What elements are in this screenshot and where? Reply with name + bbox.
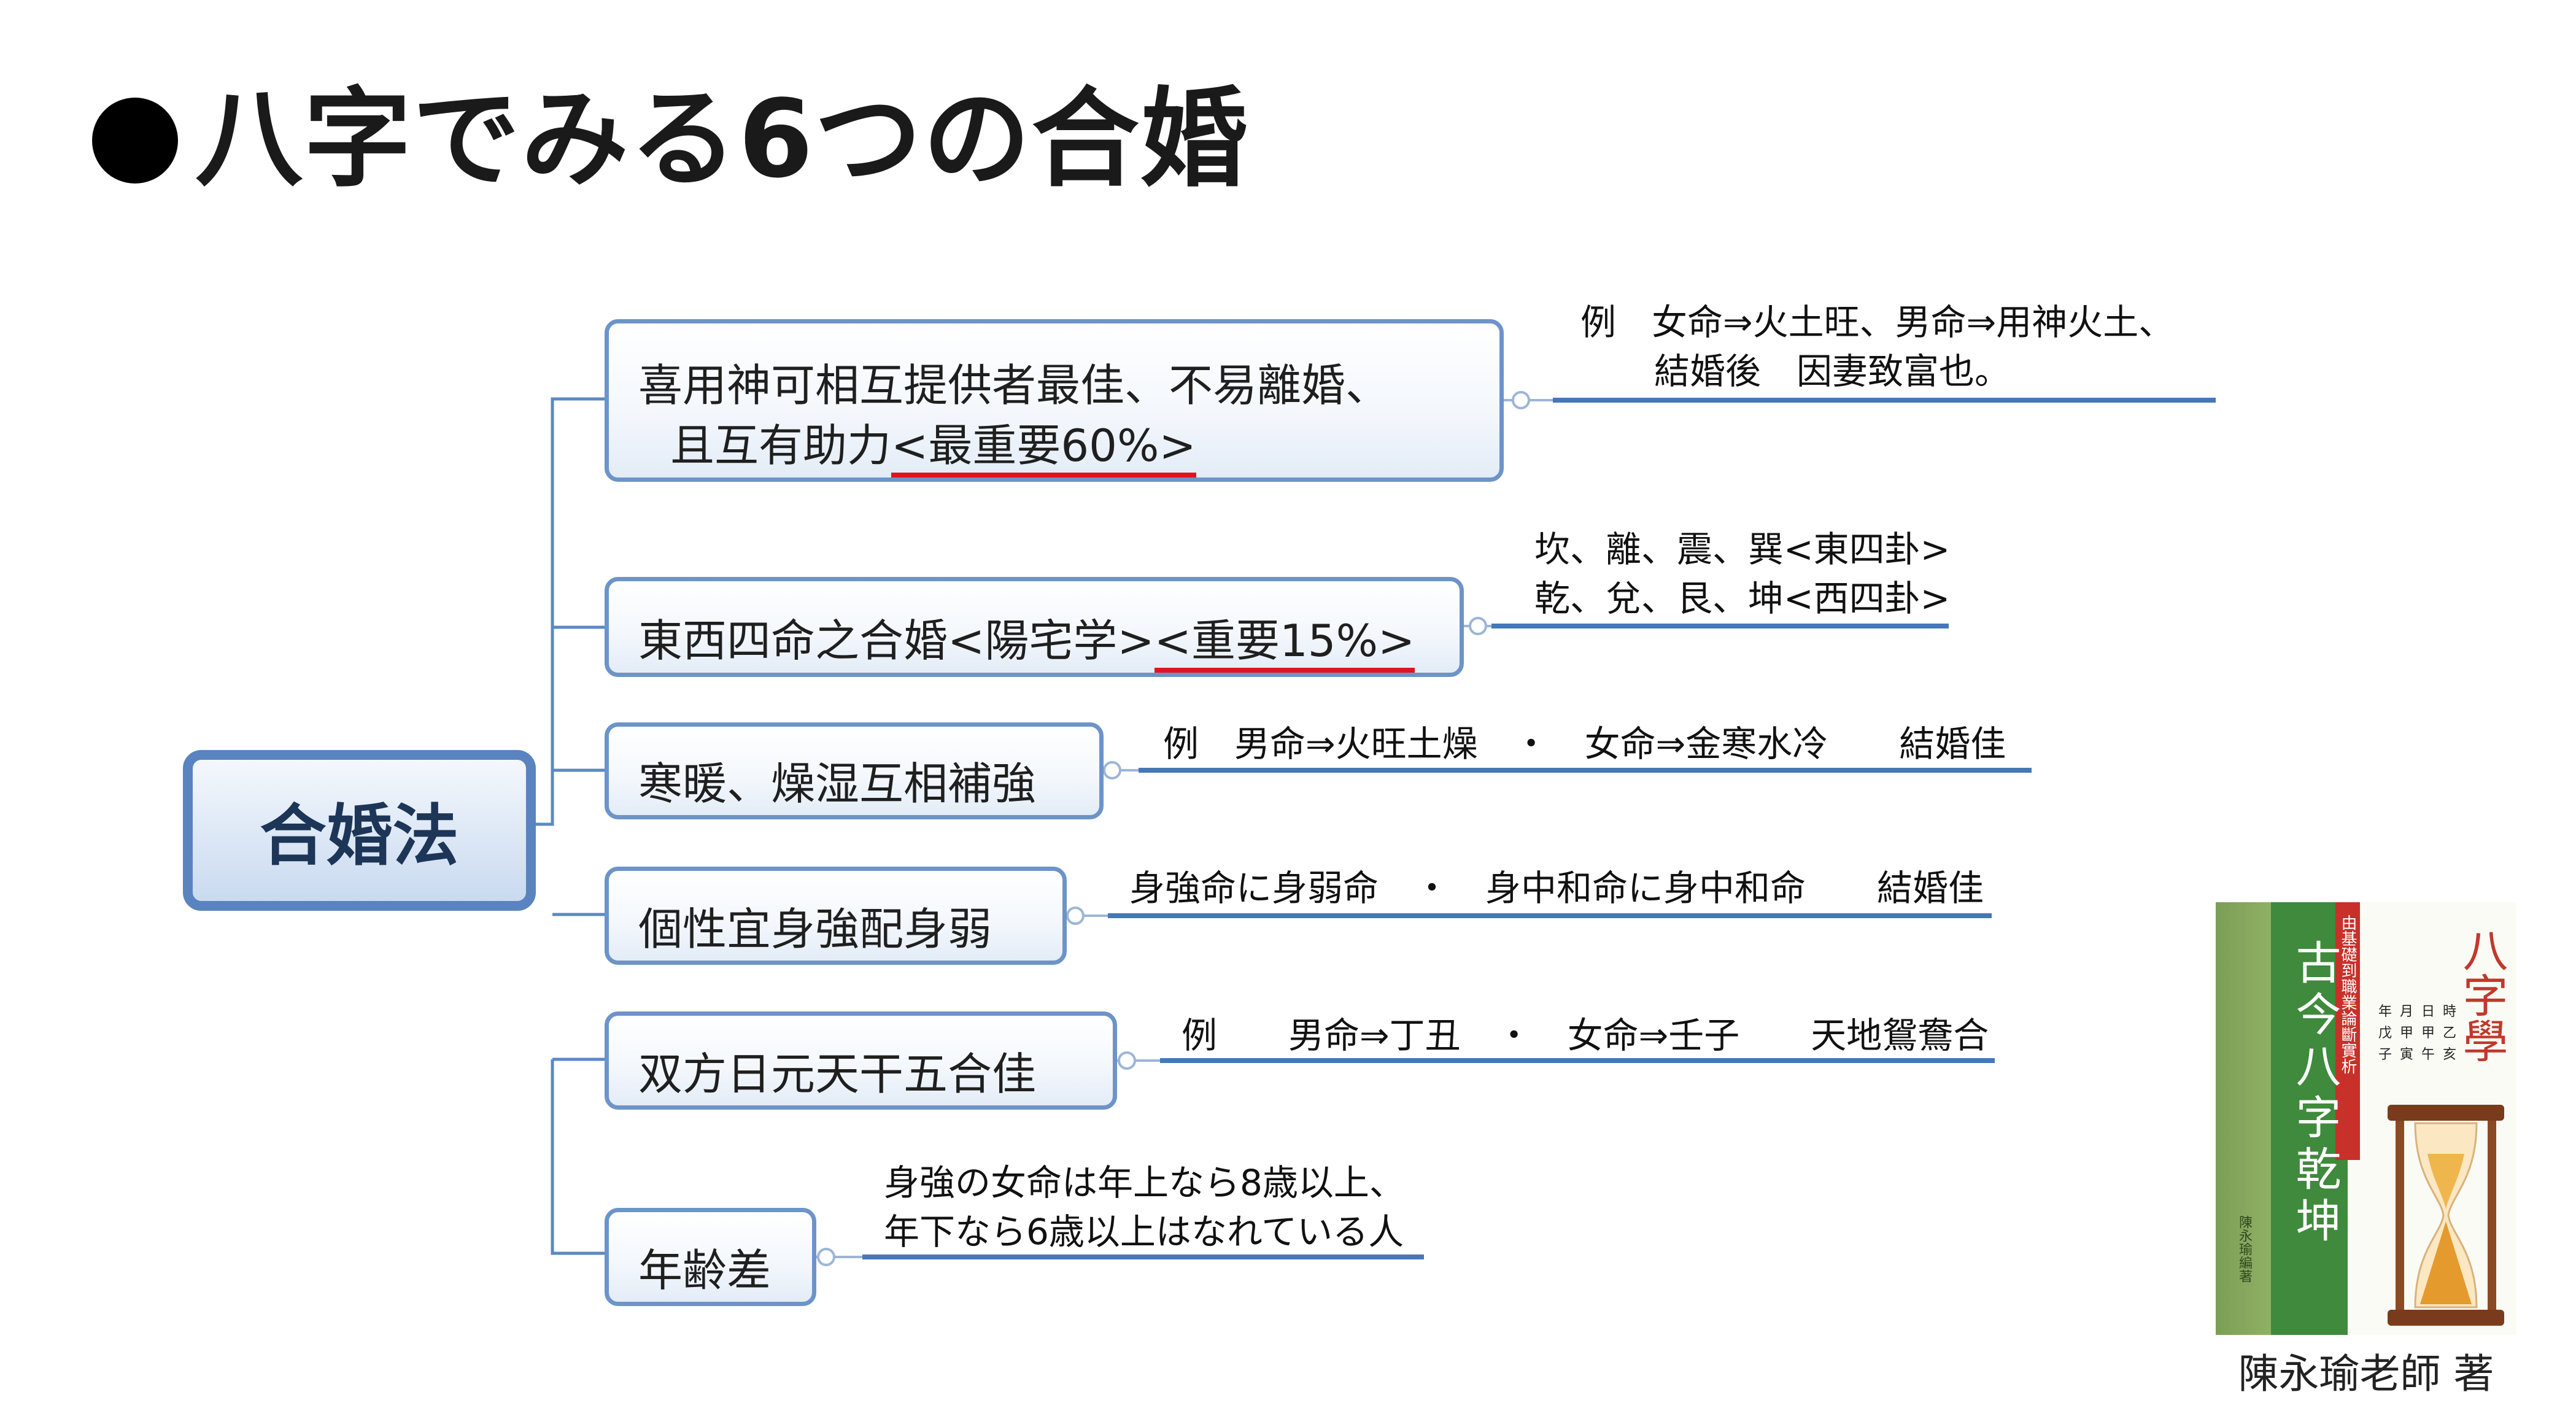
branch-label: 個性宜身強配身弱 [638, 903, 992, 955]
priority-highlight: <重要15%> [1154, 615, 1415, 673]
book-cover: 古今八字乾坤 由基礎到職業論斷實析 陳永瑜編著 八字學 時 日 月 年 乙 甲 … [2216, 902, 2516, 1335]
collapse-marker-icon[interactable] [1469, 617, 1487, 635]
book-red-band [2335, 902, 2360, 1160]
branch-label-line-2: 且互有助力<最重要60%> [670, 409, 1196, 478]
pillar-char: 子 [2378, 1047, 2392, 1062]
pillar-char: 甲 [2421, 1026, 2435, 1041]
priority-highlight: <最重要60%> [891, 420, 1196, 478]
branch-label-line-1: 喜用神可相互提供者最佳、不易離婚、 [638, 360, 1390, 411]
branch-label: 寒暖、燥湿互相補強 [638, 758, 1037, 810]
pillar-char: 甲 [2400, 1026, 2413, 1041]
book-title-band [2271, 902, 2348, 1335]
branch-label: 年齢差 [638, 1245, 772, 1296]
branch-node-2[interactable]: 東西四命之合婚<陽宅学><重要15%> [605, 577, 1464, 677]
note-2-line-2: 乾、兌、艮、坤<西四卦> [1534, 578, 1951, 619]
collapse-marker-icon[interactable] [1512, 391, 1530, 409]
pillar-char: 時 [2443, 1004, 2456, 1019]
note-6-line-1: 身強の女命は年上なら8歳以上、 [884, 1162, 1405, 1204]
collapse-marker-icon[interactable] [817, 1248, 835, 1266]
pillar-char: 月 [2400, 1004, 2413, 1019]
page-title-text: 八字でみる6つの合婚 [195, 77, 1249, 202]
branch-node-1[interactable]: 喜用神可相互提供者最佳、不易離婚、 且互有助力<最重要60%> [605, 319, 1504, 482]
root-label: 合婚法 [260, 798, 459, 875]
branch-node-3[interactable]: 寒暖、燥湿互相補強 [605, 722, 1104, 819]
note-1-line-1: 例 女命⇒火土旺、男命⇒用神火土、 [1580, 301, 2175, 343]
note-links [816, 399, 1553, 1258]
pillar-char: 乙 [2443, 1026, 2456, 1041]
collapse-marker-icon[interactable] [1066, 907, 1085, 925]
book-side-title: 八字學 [2455, 927, 2508, 1063]
pillar-char: 亥 [2443, 1047, 2456, 1062]
branch-label: 東西四命之合婚<陽宅学><重要15%> [638, 605, 1415, 673]
pillar-char: 日 [2421, 1004, 2435, 1019]
note-4-line-1: 身強命に身弱命 ・ 身中和命に身中和命 結婚佳 [1129, 867, 1984, 909]
hourglass-icon [2388, 1105, 2504, 1326]
branch-node-6[interactable]: 年齢差 [605, 1208, 816, 1306]
note-1-line-2: 結婚後 因妻致富也。 [1654, 350, 2011, 392]
collapse-marker-icon[interactable] [1118, 1051, 1136, 1070]
pillar-char: 寅 [2400, 1047, 2413, 1062]
pillar-char: 午 [2421, 1047, 2435, 1062]
root-node[interactable]: 合婚法 [183, 750, 536, 911]
book-subtitle: 由基礎到職業論斷實析 [2338, 914, 2357, 1074]
note-5-line-1: 例 男命⇒丁丑 ・ 女命⇒壬子 天地鴛鴦合 [1182, 1015, 1989, 1056]
note-underlines [862, 398, 2216, 1259]
book-author-line: 陳永瑜編著 [2237, 1215, 2252, 1283]
note-6-line-2: 年下なら6歳以上はなれている人 [884, 1211, 1404, 1253]
page-title: 八字でみる6つの合婚 [92, 52, 1249, 207]
bullet-icon [92, 98, 178, 184]
pillar-char: 戊 [2378, 1026, 2392, 1041]
branch-node-5[interactable]: 双方日元天干五合佳 [605, 1011, 1117, 1110]
note-2-line-1: 坎、離、震、巽<東四卦> [1534, 528, 1951, 570]
root-connectors [534, 397, 605, 1255]
branch-label: 双方日元天干五合佳 [638, 1048, 1037, 1100]
book-caption: 陳永瑜老師 著 [2238, 1350, 2494, 1398]
pillar-char: 年 [2378, 1004, 2392, 1019]
branch-node-4[interactable]: 個性宜身強配身弱 [605, 867, 1067, 965]
book-main-title: 古今八字乾坤 [2288, 939, 2341, 1248]
note-3-line-1: 例 男命⇒火旺土燥 ・ 女命⇒金寒水冷 結婚佳 [1163, 723, 2006, 765]
collapse-markers [817, 391, 1530, 1266]
book-pillars: 時 日 月 年 乙 甲 甲 戊 亥 午 寅 子 [2378, 1004, 2456, 1062]
collapse-marker-icon[interactable] [1103, 761, 1121, 779]
